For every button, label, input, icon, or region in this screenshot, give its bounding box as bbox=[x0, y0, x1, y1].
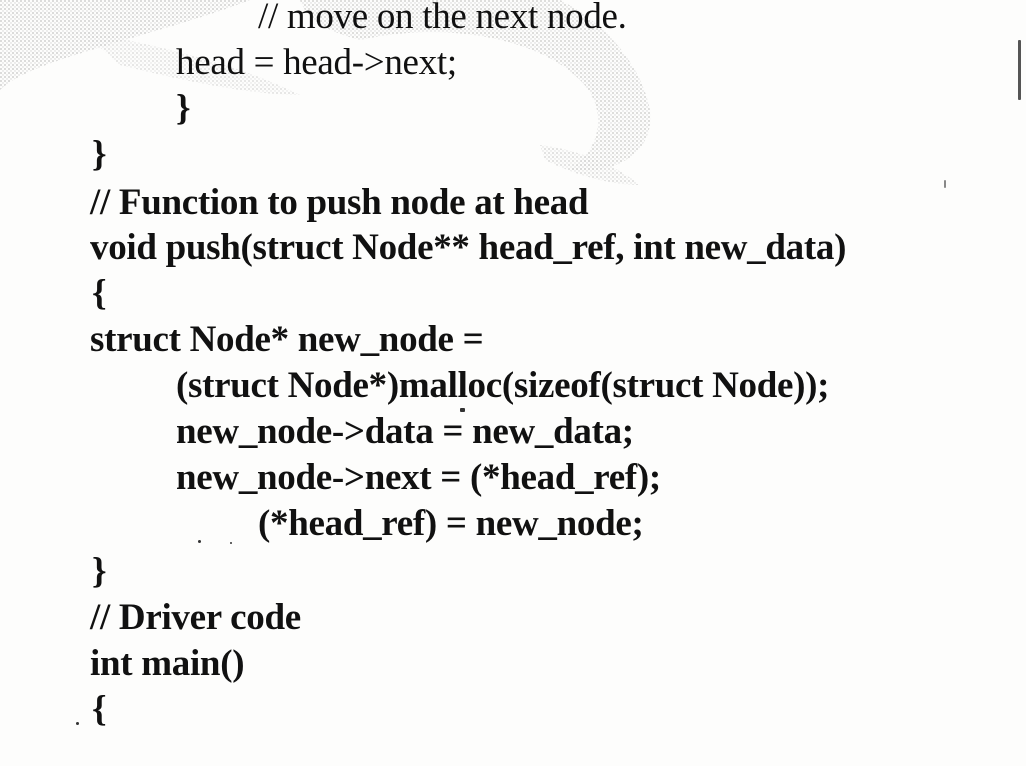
code-line-comment-move: // move on the next node. bbox=[258, 0, 627, 37]
scan-speck bbox=[460, 408, 465, 412]
code-line-push-signature: void push(struct Node** head_ref, int ne… bbox=[90, 227, 847, 268]
code-line-close-brace-outer: } bbox=[92, 134, 107, 175]
code-line-assign-next: new_node->next = (*head_ref); bbox=[176, 457, 661, 498]
code-line-open-brace-push: { bbox=[92, 273, 107, 314]
scan-speck bbox=[944, 180, 946, 188]
code-line-update-head: (*head_ref) = new_node; bbox=[258, 503, 644, 544]
scan-speck bbox=[76, 722, 79, 725]
code-line-malloc: (struct Node*)malloc(sizeof(struct Node)… bbox=[176, 365, 830, 406]
scan-speck bbox=[1018, 40, 1021, 100]
scan-speck bbox=[230, 542, 232, 544]
code-line-close-brace-push: } bbox=[92, 551, 107, 592]
code-line-comment-push: // Function to push node at head bbox=[90, 182, 589, 223]
code-line-close-brace-inner: } bbox=[176, 88, 191, 129]
code-line-assign-data: new_node->data = new_data; bbox=[176, 411, 634, 452]
code-line-open-brace-main: { bbox=[92, 689, 107, 730]
code-line-head-next: head = head->next; bbox=[176, 42, 457, 83]
scan-speck bbox=[198, 540, 201, 543]
code-line-new-node-decl: struct Node* new_node = bbox=[90, 319, 484, 360]
code-line-comment-driver: // Driver code bbox=[90, 597, 301, 638]
code-line-main-signature: int main() bbox=[90, 643, 245, 684]
